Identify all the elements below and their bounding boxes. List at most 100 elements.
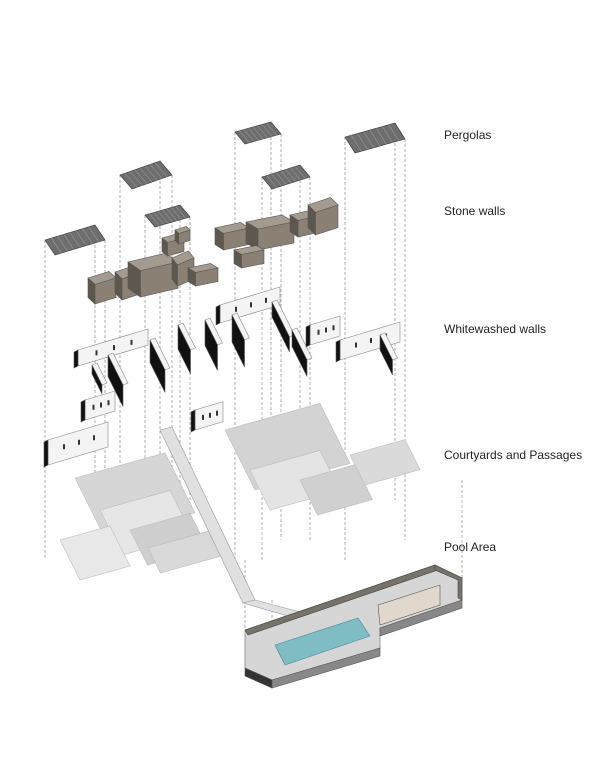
whitewashed-wall-shadow-face	[177, 324, 191, 375]
window-icon	[130, 339, 133, 345]
window-icon	[92, 404, 95, 410]
pergola-slat	[157, 211, 169, 224]
pergola-slat	[351, 135, 362, 152]
whitewashed-wall-shadow-face	[379, 334, 393, 376]
stone-wall-face	[94, 277, 117, 305]
window-icon	[100, 402, 102, 408]
pergola-slat	[171, 207, 182, 220]
pool-side-face	[379, 599, 463, 637]
pergola-slat	[276, 172, 287, 185]
whitewashed-wall-shadow-face	[271, 301, 290, 353]
pergola-slat	[175, 206, 186, 219]
pergola-slat	[239, 130, 250, 143]
pool-side-face	[271, 647, 381, 689]
pool-terrace	[377, 584, 441, 626]
pergola-slat	[139, 167, 153, 183]
pergola-slat	[280, 170, 292, 184]
whitewashed-wall-shadow-face	[291, 329, 308, 377]
window-icon	[209, 412, 211, 418]
pool-stone-edge	[434, 564, 463, 601]
pergola-slat	[248, 128, 259, 141]
pool-layer	[244, 564, 463, 689]
window-icon	[317, 329, 320, 335]
window-icon	[95, 350, 98, 356]
courtyard-slab	[299, 464, 373, 516]
window-icon	[78, 439, 80, 445]
layer-label-pergolas: Pergolas	[444, 128, 492, 142]
pergola-slat	[51, 237, 62, 254]
layer-label-stone-walls: Stone walls	[444, 204, 506, 218]
window-icon	[63, 444, 65, 450]
pergola-slat	[57, 236, 68, 252]
pergola-slat	[153, 212, 164, 225]
window-icon	[107, 400, 110, 406]
window-icon	[265, 297, 267, 303]
pergola-slat	[271, 173, 282, 187]
window-icon	[355, 342, 357, 348]
layer-label-pool-area: Pool Area	[444, 540, 497, 554]
pergola-slat	[290, 167, 301, 181]
window-icon	[93, 435, 95, 441]
pergola-slat	[144, 166, 158, 181]
whitewashed-wall-end	[80, 399, 86, 423]
window-icon	[113, 345, 115, 351]
whitewashed-wall-shadow-face	[231, 314, 245, 368]
whitewashed-wall-shadow-face	[91, 364, 103, 395]
pergola-slat	[252, 126, 264, 140]
pergola-slat	[243, 129, 255, 142]
pergola-slat	[376, 128, 387, 145]
passage-walkway	[241, 599, 302, 617]
courtyard-slab	[59, 525, 131, 581]
pergola-slat	[363, 131, 374, 148]
pergola-slat	[357, 133, 368, 150]
window-icon	[332, 325, 335, 331]
pergola-slat	[266, 123, 277, 136]
whitewashed-walls-layer	[43, 286, 401, 468]
pergola-slat	[369, 129, 381, 147]
stone-walls-layer	[87, 197, 339, 305]
whitewashed-wall-end	[73, 349, 79, 369]
pergola-slat	[257, 125, 268, 138]
pergola-slat	[82, 228, 93, 244]
pergola-slat	[149, 213, 160, 226]
window-icon	[216, 410, 218, 416]
layer-label-whitewashed-walls: Whitewashed walls	[444, 322, 547, 336]
pergola-slat	[76, 230, 87, 246]
stone-wall-face	[241, 249, 265, 269]
courtyard-slab	[349, 439, 421, 486]
whitewashed-wall-shadow-face	[149, 339, 166, 393]
pergola-slat	[388, 124, 399, 141]
layer-label-courtyards: Courtyards and Passages	[444, 448, 583, 462]
whitewashed-wall-end	[190, 409, 196, 433]
whitewashed-wall-shadow-face	[204, 319, 218, 371]
stone-wall-face	[257, 221, 295, 251]
stone-wall-face	[178, 229, 191, 245]
pool-water	[274, 617, 371, 666]
pergola-slat	[382, 126, 393, 143]
courtyards-layer	[59, 403, 421, 617]
window-icon	[250, 302, 252, 308]
whitewashed-wall-end	[305, 324, 311, 348]
pergola-slat	[154, 162, 168, 177]
pergola-slat	[295, 166, 306, 179]
pergola-slat	[285, 169, 296, 182]
whitewashed-wall-end	[215, 304, 221, 326]
pergola-slat	[88, 226, 99, 243]
pergola-slat	[266, 175, 277, 188]
stone-wall-face	[140, 261, 179, 298]
pergola-slat	[129, 171, 143, 186]
pergola-slat	[162, 209, 173, 223]
window-icon	[235, 306, 237, 312]
pergola-slat	[166, 208, 178, 221]
pergola-slat	[149, 164, 163, 179]
pergola-slat	[63, 234, 74, 250]
pergolas-layer	[44, 121, 406, 256]
window-icon	[325, 327, 327, 333]
window-icon	[370, 338, 372, 343]
pergola-slat	[124, 173, 138, 188]
pergola-slat	[134, 169, 148, 184]
stone-wall-face	[315, 204, 339, 236]
pergola-slat	[69, 232, 81, 248]
stone-wall-face	[195, 267, 219, 287]
